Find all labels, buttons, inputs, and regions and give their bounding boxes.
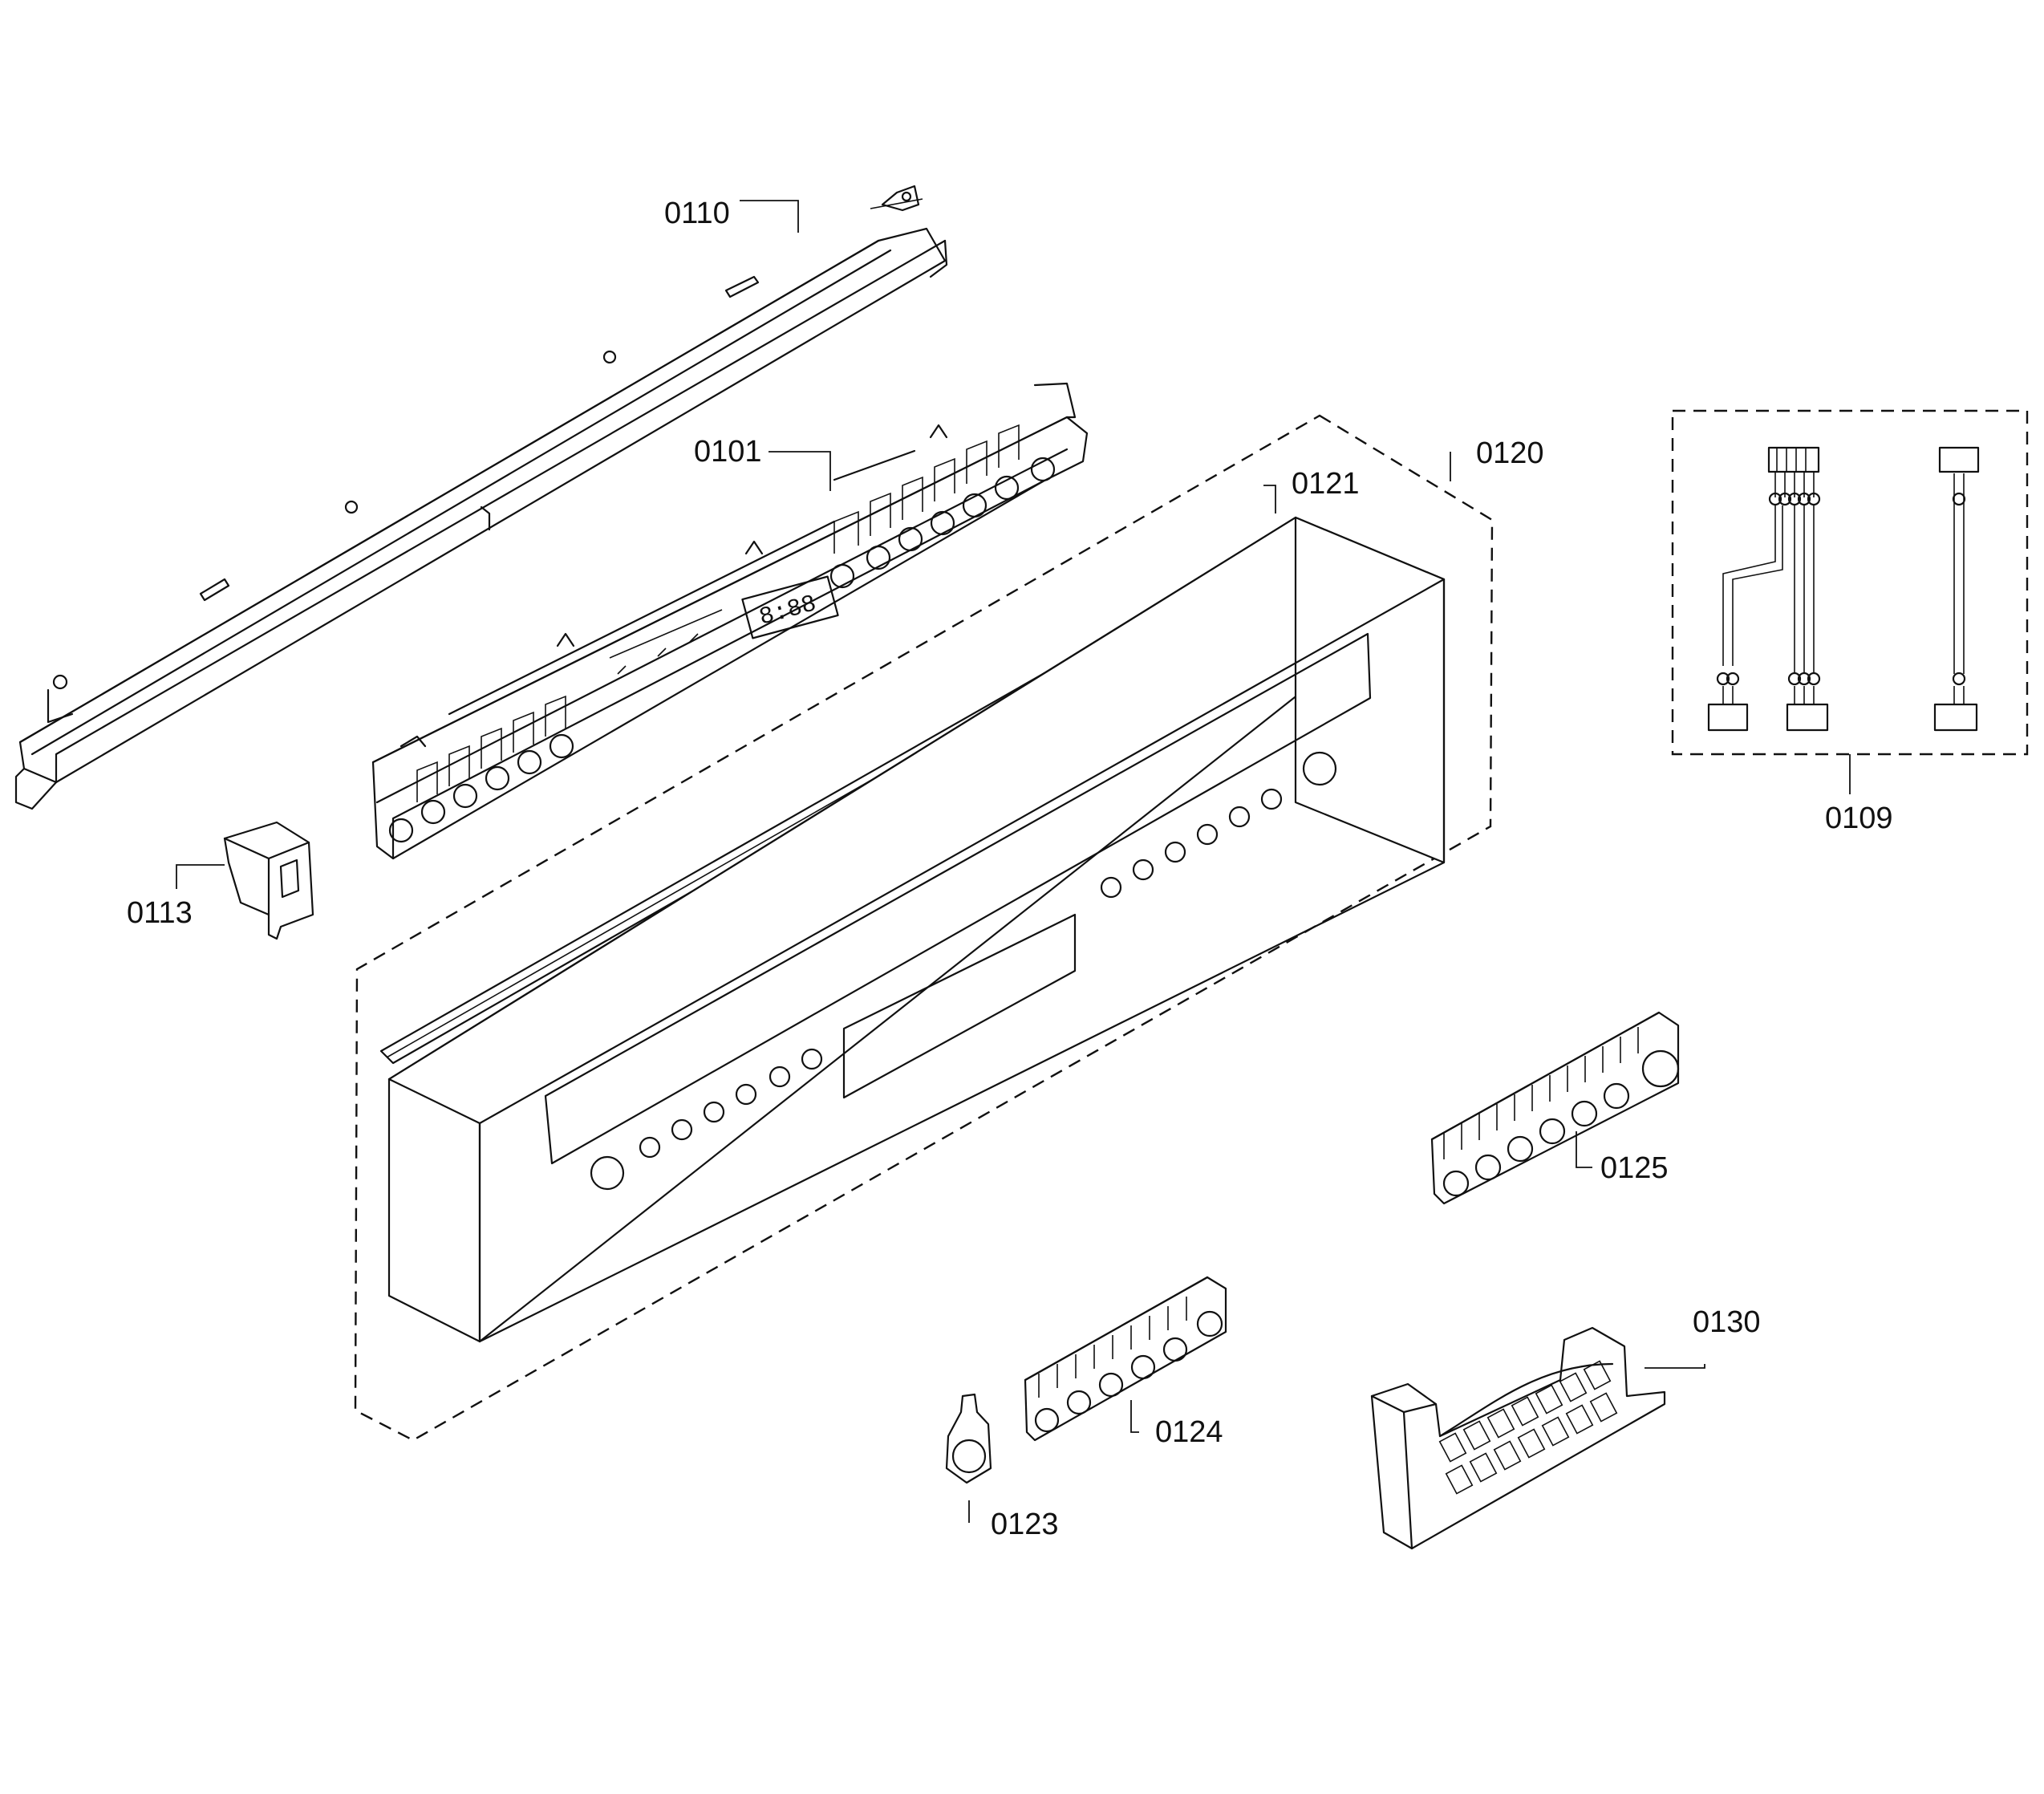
part-0101-control-module: 8:88: [371, 382, 1089, 860]
leader-lines: [176, 200, 1851, 1523]
part-0120-panel-group: [354, 414, 1494, 1442]
label-0124: 0124: [1155, 1415, 1223, 1449]
panel-buttons-right: [1100, 751, 1337, 899]
label-0123: 0123: [991, 1508, 1059, 1541]
part-0125-button-carrier: [1430, 1011, 1680, 1205]
label-0120: 0120: [1476, 436, 1544, 470]
panel-buttons-left: [590, 1048, 823, 1191]
part-0113-clip: [223, 821, 314, 940]
part-0123-knob: [945, 1393, 992, 1484]
label-0125: 0125: [1600, 1151, 1669, 1185]
label-0101: 0101: [694, 435, 762, 469]
part-0124-button-carrier: [1024, 1276, 1227, 1442]
label-0110: 0110: [664, 197, 730, 230]
label-0109: 0109: [1825, 802, 1893, 835]
label-0130: 0130: [1693, 1305, 1761, 1339]
label-0121: 0121: [1292, 467, 1360, 501]
board-switch-row-right: [829, 424, 1056, 589]
board-switch-row-left: [388, 695, 574, 843]
label-0113: 0113: [127, 896, 193, 930]
part-0110-rail: [14, 185, 948, 810]
part-0109-wiring-harness: [1671, 409, 2029, 756]
part-fascia-panel: [387, 516, 1446, 1343]
part-labels: 0110 0101 0121 0120 0109 0113 0125 0130 …: [127, 197, 1893, 1541]
part-0130-bracket: [1370, 1326, 1666, 1550]
